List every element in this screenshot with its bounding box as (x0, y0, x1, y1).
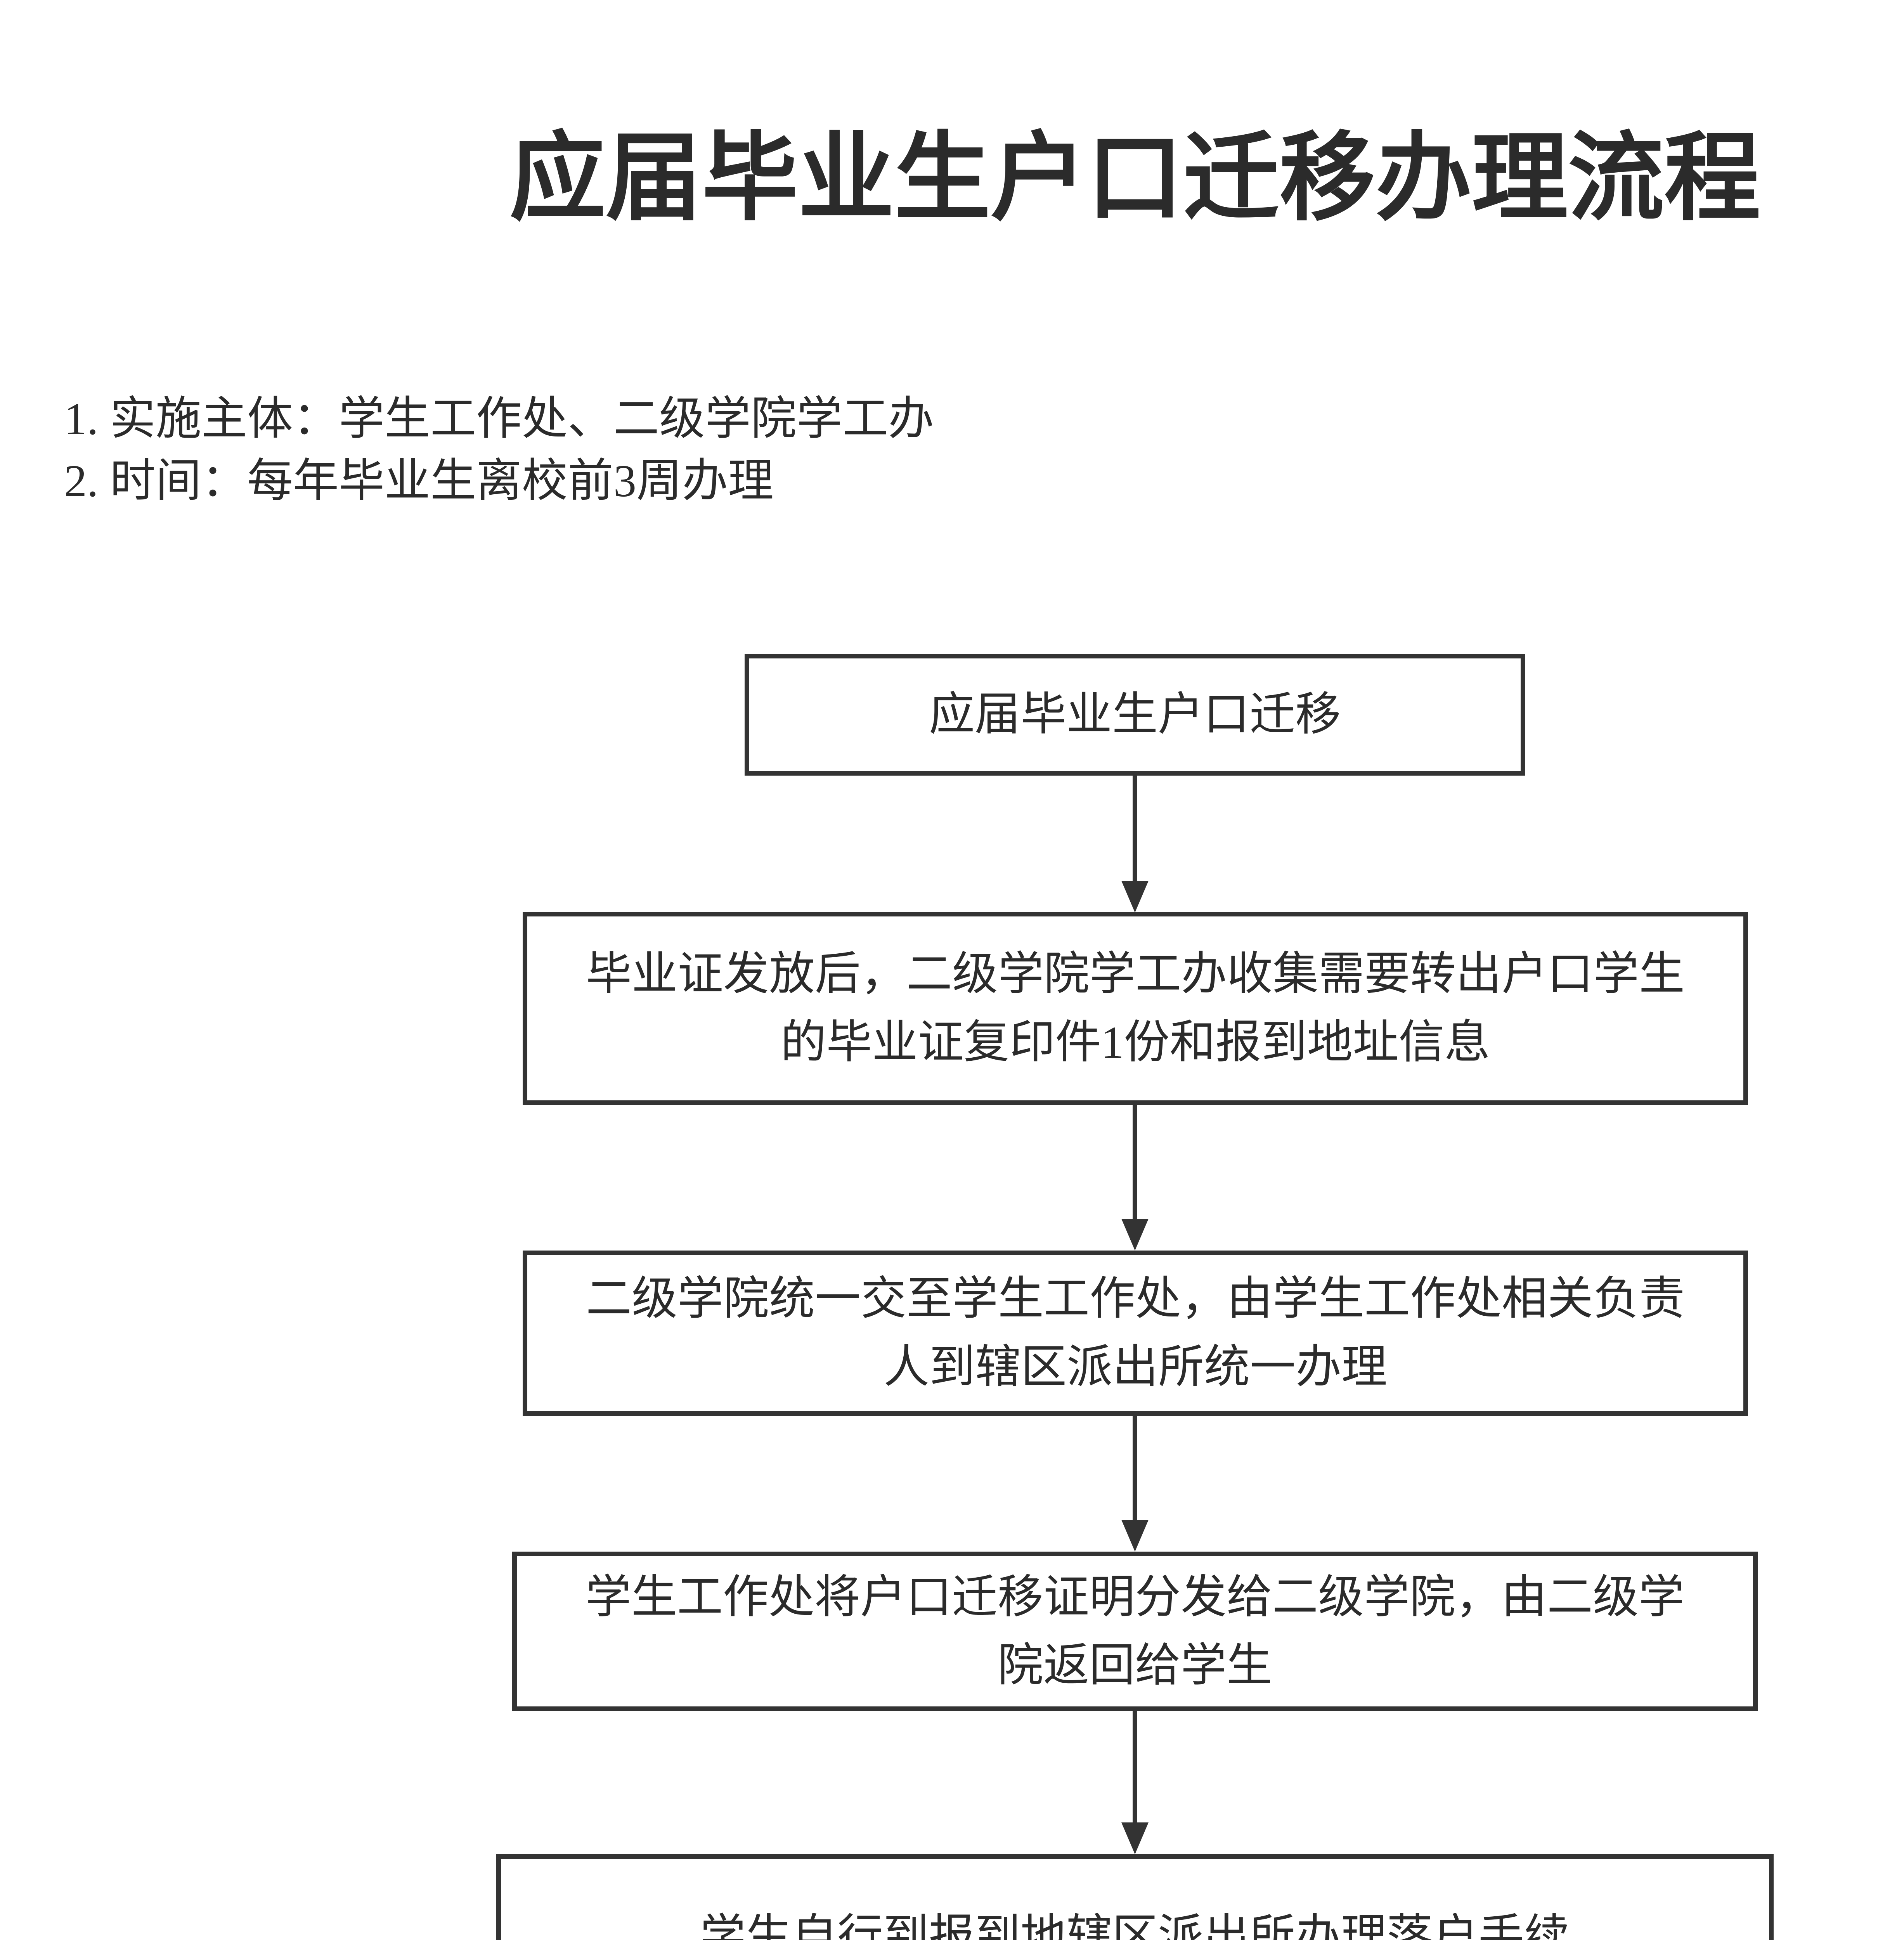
flow-node-start-label: 应届毕业生户口迁移 (929, 689, 1341, 740)
flow-node-submit-to-student-affairs-label: 二级学院统一交至学生工作处，由学生工作处相关负责 人到辖区派出所统一办理 (586, 1273, 1685, 1393)
flow-node-end-label: 学生自行到报到地辖区派出所办理落户手续 (700, 1911, 1570, 1940)
flow-connector-shaft (1133, 1711, 1137, 1822)
note-implementing-body: 1. 实施主体：学生工作处、二级学院学工办 (64, 393, 934, 444)
notes-list: 1. 实施主体：学生工作处、二级学院学工办 2. 时间：每年毕业生离校前3周办理 (64, 388, 934, 512)
flow-node-distribute-certificates-label: 学生工作处将户口迁移证明分发给二级学院，由二级学 院返回给学生 (585, 1571, 1684, 1691)
arrow-down-icon (1121, 1520, 1149, 1552)
flow-connector-shaft (1133, 1105, 1137, 1219)
arrow-down-icon (1121, 1822, 1149, 1854)
flow-connector-shaft (1133, 776, 1137, 881)
flow-node-end: 学生自行到报到地辖区派出所办理落户手续 (496, 1854, 1774, 1940)
arrow-down-icon (1121, 1219, 1149, 1251)
flow-node-distribute-certificates: 学生工作处将户口迁移证明分发给二级学院，由二级学 院返回给学生 (512, 1552, 1758, 1711)
flow-node-collect-documents: 毕业证发放后，二级学院学工办收集需要转出户口学生 的毕业证复印件1份和报到地址信… (523, 912, 1748, 1105)
flow-node-submit-to-student-affairs: 二级学院统一交至学生工作处，由学生工作处相关负责 人到辖区派出所统一办理 (523, 1251, 1748, 1416)
note-time: 2. 时间：每年毕业生离校前3周办理 (64, 456, 774, 506)
page-title: 应届毕业生户口迁移办理流程 (509, 125, 1760, 232)
flow-node-collect-documents-label: 毕业证发放后，二级学院学工办收集需要转出户口学生 的毕业证复印件1份和报到地址信… (586, 949, 1685, 1068)
flow-connector-shaft (1133, 1416, 1137, 1520)
arrow-down-icon (1121, 881, 1149, 913)
flow-node-start: 应届毕业生户口迁移 (745, 654, 1525, 776)
